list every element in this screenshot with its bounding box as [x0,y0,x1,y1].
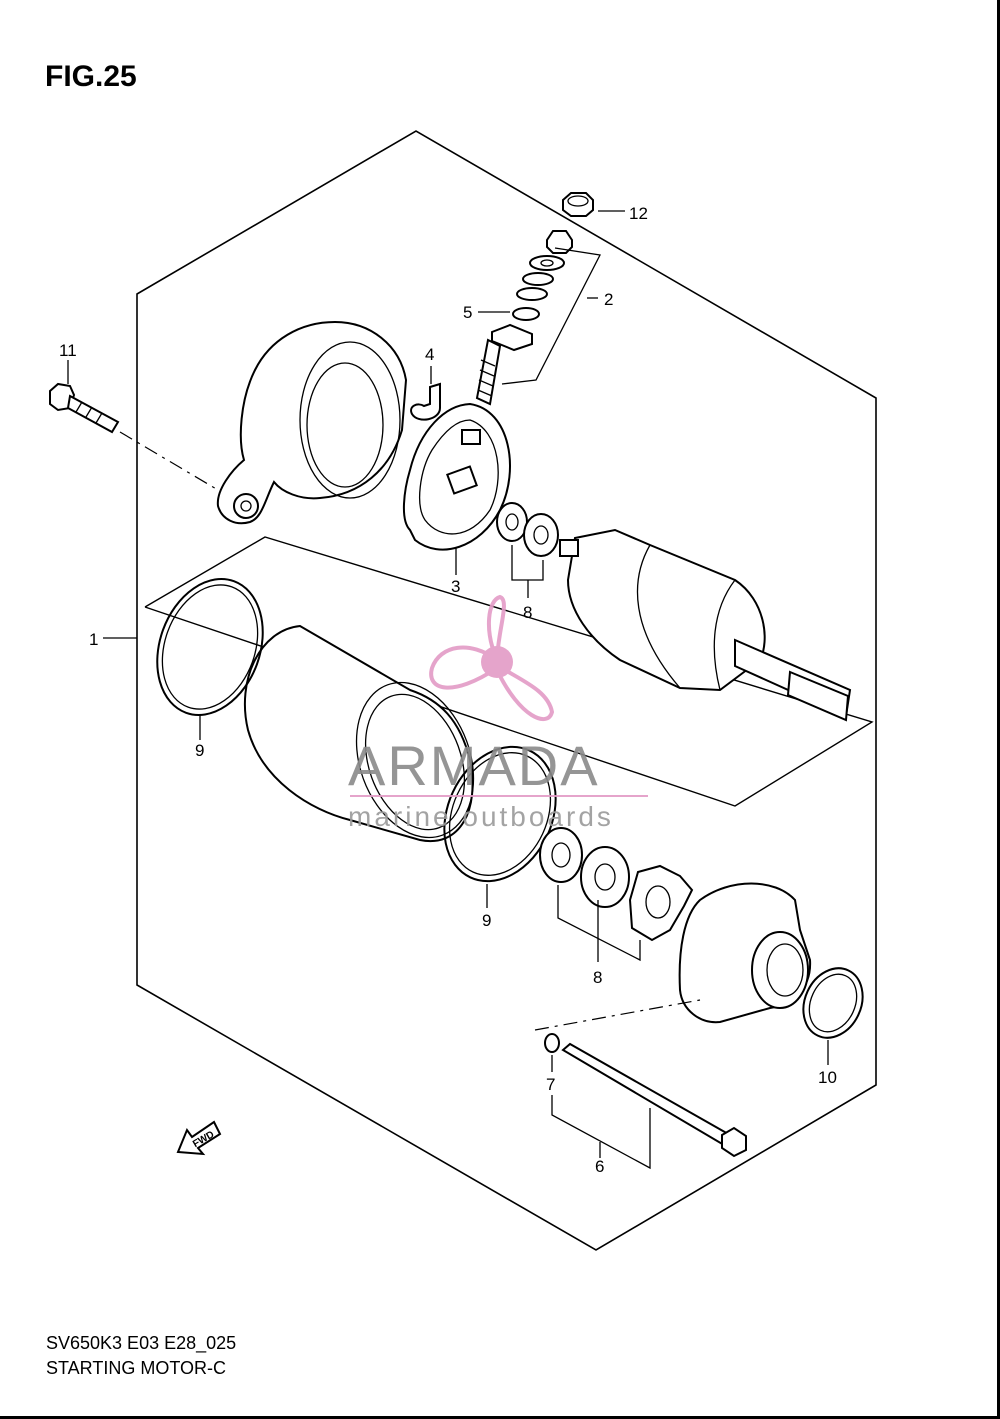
front-bracket [534,882,812,1031]
figure-title: FIG.25 [45,60,137,93]
terminal-bolt [475,338,502,406]
callout-12: 12 [629,204,648,223]
callout-5: 5 [463,303,472,322]
diagram-code: SV650K3 E03 E28_025 [46,1333,237,1353]
o-ring-part-9-left[interactable] [139,564,281,740]
watermark-logo: ARMADA marine outboards [348,594,648,832]
terminal-hardware-part-2[interactable] [491,230,601,385]
armature-boundary [144,536,874,807]
callout-7: 7 [546,1075,555,1094]
callout-8-lower: 8 [593,968,602,987]
watermark-tagline: marine outboards [348,801,614,832]
callout-10: 10 [818,1068,837,1087]
washers-part-8-lower[interactable] [539,827,694,962]
armature [559,528,852,722]
callout-9-left: 9 [195,741,204,760]
callout-3: 3 [451,577,460,596]
washer-part-7[interactable] [544,1033,560,1072]
callout-1: 1 [89,630,98,649]
callout-9-right: 9 [482,911,491,930]
fwd-label: FWD [191,1129,216,1150]
callout-6: 6 [595,1157,604,1176]
bolt-part-11[interactable] [49,360,219,491]
nut-part-12[interactable] [562,192,625,217]
diagram-name: STARTING MOTOR-C [46,1358,226,1378]
callout-11: 11 [59,341,77,360]
callout-8-upper: 8 [523,603,532,622]
through-bolt-part-6[interactable] [551,1042,747,1170]
o-ring-part-10[interactable] [792,959,873,1065]
clip-part-4[interactable] [410,366,441,421]
washers-part-8-upper[interactable] [496,502,559,598]
watermark-brand: ARMADA [348,734,600,797]
assembly-boundary [136,130,877,1251]
brush-plate-part-3[interactable] [402,402,511,575]
yoke-part-1[interactable] [103,624,494,854]
callout-2: 2 [604,290,613,309]
fwd-arrow-icon: FWD [176,1120,222,1156]
rear-cover [216,320,408,525]
callout-4: 4 [425,345,434,364]
propeller-icon [429,594,555,722]
